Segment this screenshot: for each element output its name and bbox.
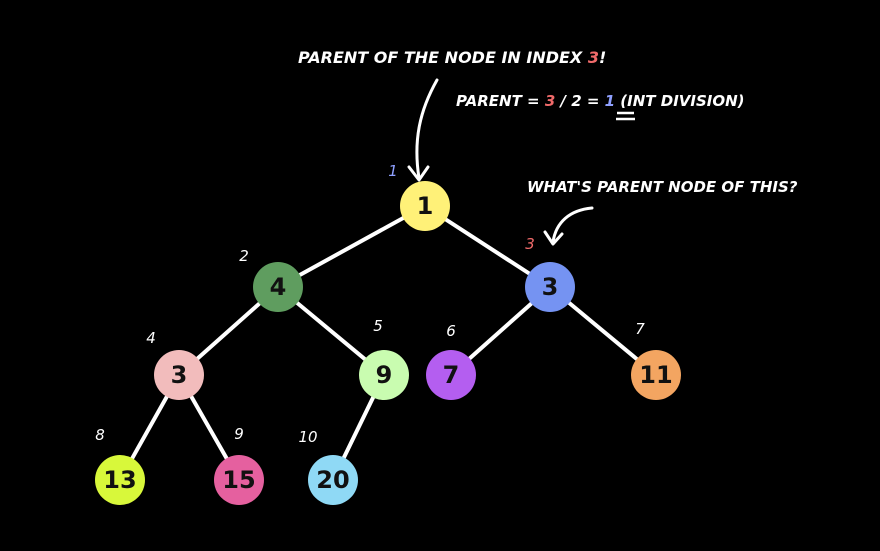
tree-node-index: 8	[95, 426, 105, 444]
tree-node-circle	[631, 350, 681, 400]
formula-result: 1	[605, 92, 615, 110]
question-annotation: WHAT'S PARENT NODE OF THIS?	[527, 178, 798, 196]
tree-node-circle	[253, 262, 303, 312]
tree-node-circle	[308, 455, 358, 505]
tree-node-index: 2	[239, 247, 249, 265]
formula-op: / 2 =	[555, 92, 604, 110]
tree-node-circle	[214, 455, 264, 505]
tree-node-circle	[154, 350, 204, 400]
top-annotation-suffix: !	[599, 48, 606, 67]
tree-node-circle	[400, 181, 450, 231]
tree-node-value: 4	[270, 273, 287, 301]
formula-suffix: (INT DIVISION)	[615, 92, 744, 110]
arrow-to-node-3-head	[543, 230, 564, 246]
arrow-to-node-3	[551, 206, 594, 244]
arrow-to-root-head	[407, 165, 430, 182]
tree-node-value: 7	[443, 361, 460, 389]
tree-node-value: 15	[222, 466, 255, 494]
tree-node-value: 11	[639, 361, 672, 389]
tree-node-value: 1	[417, 192, 434, 220]
tree-node-index: 4	[146, 329, 156, 347]
formula-prefix: PARENT =	[456, 92, 545, 110]
tree-node-index: 9	[234, 425, 244, 443]
arrow-to-root	[415, 78, 439, 180]
tree-node-index: 1	[388, 162, 398, 180]
tree-node-index: 5	[373, 317, 383, 335]
tree-node-5: 95	[359, 317, 409, 400]
formula-a: 3	[545, 92, 555, 110]
tree-node-circle	[359, 350, 409, 400]
edges-layer	[118, 204, 658, 482]
tree-node-2: 42	[239, 247, 303, 312]
tree-node-value: 20	[316, 466, 349, 494]
tree-node-6: 76	[426, 322, 476, 400]
tree-node-circle	[525, 262, 575, 312]
tree-node-index: 7	[635, 320, 645, 338]
tree-node-value: 3	[542, 273, 559, 301]
tree-node-index: 10	[298, 428, 317, 446]
tree-node-9: 15 9	[214, 425, 264, 505]
tree-node-circle	[426, 350, 476, 400]
tree-node-1: 11	[388, 162, 450, 231]
tree-node-4: 34	[146, 329, 204, 400]
top-annotation-index: 3	[588, 48, 599, 67]
tree-node-circle	[95, 455, 145, 505]
tree-node-index: 3	[525, 235, 535, 253]
top-annotation-prefix: PARENT OF THE NODE IN INDEX	[298, 48, 588, 67]
tree-node-value: 3	[171, 361, 188, 389]
formula-annotation: PARENT = 3 / 2 = 1 (INT DIVISION)	[456, 92, 745, 110]
tree-node-value: 9	[376, 361, 393, 389]
tree-node-3: 33	[525, 235, 575, 312]
top-annotation: PARENT OF THE NODE IN INDEX 3!	[298, 48, 606, 67]
tree-node-index: 6	[446, 322, 456, 340]
tree-node-8: 13 8	[95, 426, 145, 505]
tree-node-value: 13	[103, 466, 136, 494]
tree-edge-n1-n2	[276, 204, 427, 289]
tree-node-7: 11 7	[631, 320, 681, 400]
